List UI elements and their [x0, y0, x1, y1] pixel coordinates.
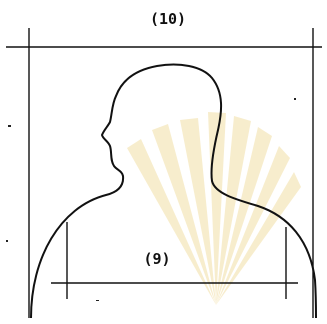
head-shoulders-silhouette	[30, 63, 317, 319]
sunburst-logo-watermark	[127, 112, 301, 305]
shoulder-measure	[51, 222, 298, 299]
shoulder-dimension-label: (9)	[143, 250, 170, 268]
top-dimension-label: (10)	[150, 10, 186, 28]
stray-marks	[6, 98, 296, 301]
